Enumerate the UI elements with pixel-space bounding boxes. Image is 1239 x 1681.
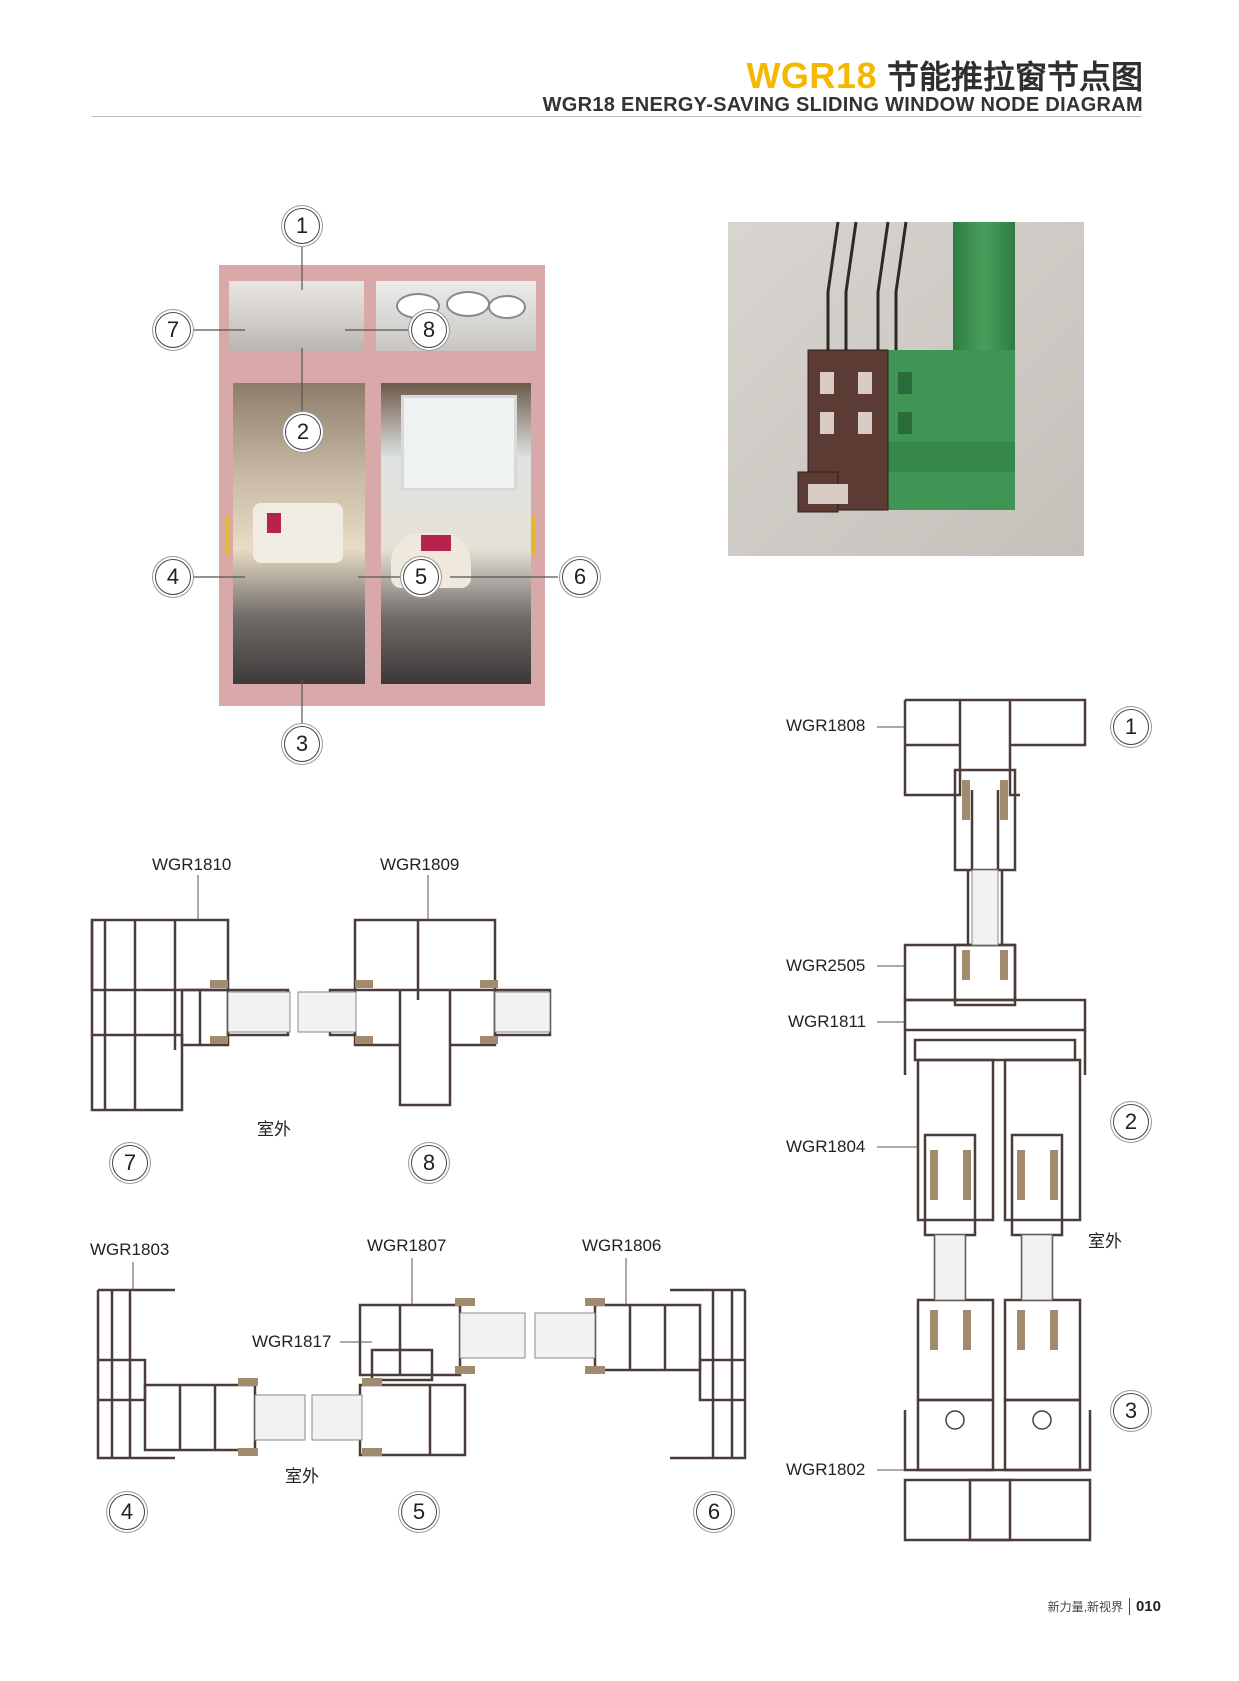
node-callout-8: 8 — [411, 1145, 447, 1181]
window-callout-4: 4 — [155, 559, 191, 595]
section-callout-3: 3 — [1113, 1393, 1149, 1429]
window-callout-3: 3 — [284, 726, 320, 762]
label-wgr1802: WGR1802 — [786, 1460, 866, 1479]
node-callout-6: 6 — [696, 1494, 732, 1530]
label-wgr1811: WGR1811 — [788, 1012, 867, 1031]
window-callout-8: 8 — [411, 312, 447, 348]
label-wgr1803: WGR1803 — [90, 1240, 170, 1259]
label-wgr2505: WGR2505 — [786, 956, 866, 975]
node-callout-7: 7 — [112, 1145, 148, 1181]
page-footer: 新力量,新视界 010 — [1048, 1598, 1161, 1615]
outdoor-label-456: 室外 — [285, 1467, 319, 1486]
title-cn: 节能推拉窗节点图 — [886, 59, 1143, 95]
label-wgr1804: WGR1804 — [786, 1137, 866, 1156]
label-wgr1807: WGR1807 — [367, 1236, 447, 1255]
label-wgr1817: WGR1817 — [252, 1332, 332, 1351]
label-wgr1808: WGR1808 — [786, 716, 866, 735]
page-number: 010 — [1128, 1598, 1161, 1615]
label-wgr1809: WGR1809 — [380, 855, 460, 874]
section-callout-1: 1 — [1113, 709, 1149, 745]
outdoor-label-right: 室外 — [1088, 1232, 1122, 1251]
transom-pane-left — [229, 281, 364, 351]
section-callout-2: 2 — [1113, 1104, 1149, 1140]
window-callout-6: 6 — [562, 559, 598, 595]
outdoor-label-78: 室外 — [257, 1120, 291, 1139]
window-photo — [219, 265, 545, 706]
window-callout-1: 1 — [284, 208, 320, 244]
window-callout-5: 5 — [403, 559, 439, 595]
transom-pane-right — [376, 281, 536, 351]
page-subtitle: WGR18 ENERGY-SAVING SLIDING WINDOW NODE … — [542, 94, 1143, 116]
footer-slogan: 新力量,新视界 — [1047, 1600, 1123, 1614]
node-callout-5: 5 — [401, 1494, 437, 1530]
header-divider — [92, 116, 1142, 117]
profile-3d-render — [728, 221, 1084, 556]
label-wgr1810: WGR1810 — [152, 855, 232, 874]
window-callout-2: 2 — [285, 414, 321, 450]
node-callout-4: 4 — [109, 1494, 145, 1530]
label-wgr1806: WGR1806 — [582, 1236, 662, 1255]
window-callout-7: 7 — [155, 312, 191, 348]
title-code: WGR18 — [746, 55, 877, 96]
